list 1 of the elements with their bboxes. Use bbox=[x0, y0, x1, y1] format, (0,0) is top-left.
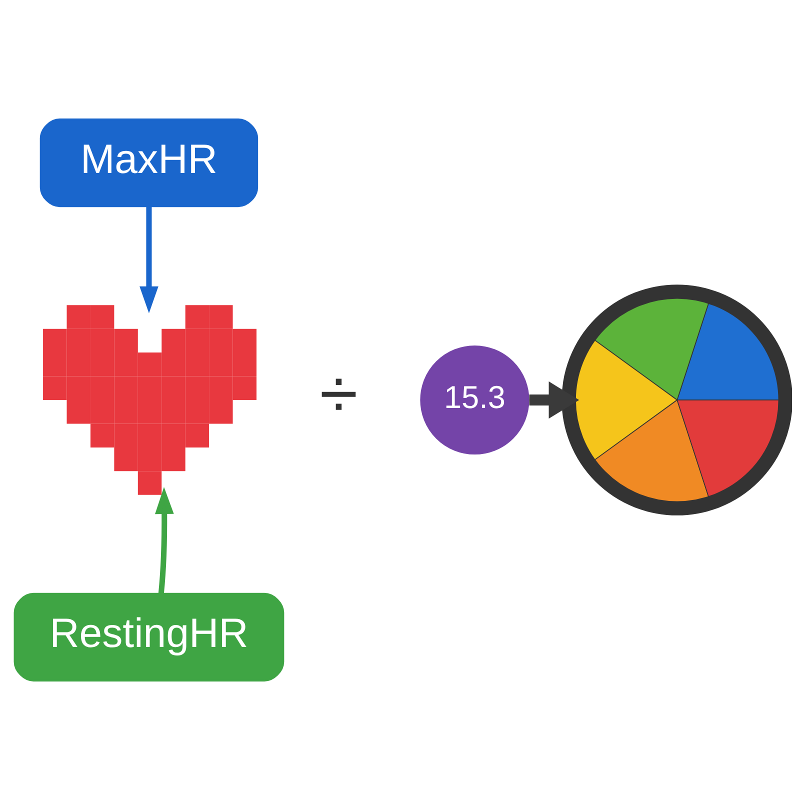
label: ÷ bbox=[320, 354, 358, 433]
